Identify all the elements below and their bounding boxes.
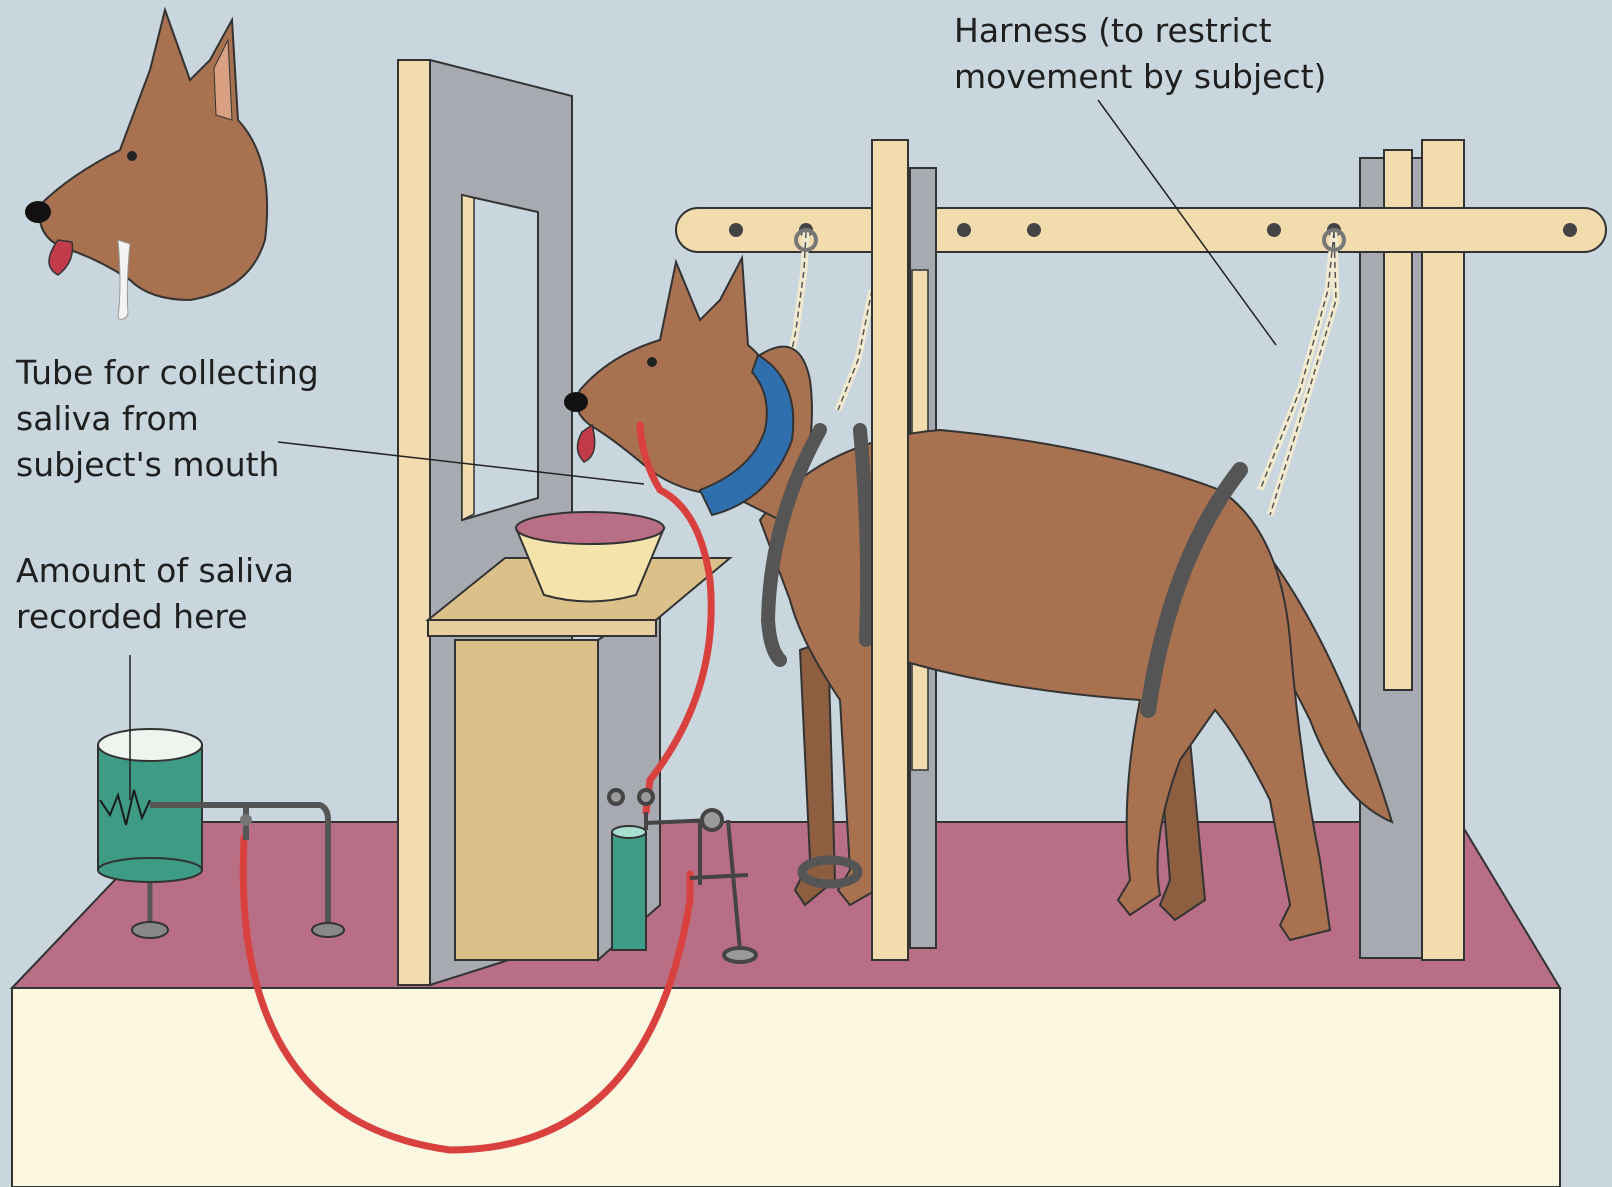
small-cylinder: [612, 826, 646, 950]
saliva-amount-label: Amount of saliva recorded here: [16, 548, 294, 640]
harness-label: Harness (to restrict movement by subject…: [954, 8, 1326, 100]
dog-head-icon: [25, 10, 267, 319]
rear-frame: [1360, 140, 1464, 960]
tube-label: Tube for collecting saliva from subject'…: [16, 350, 319, 488]
front-upright: [872, 140, 908, 960]
